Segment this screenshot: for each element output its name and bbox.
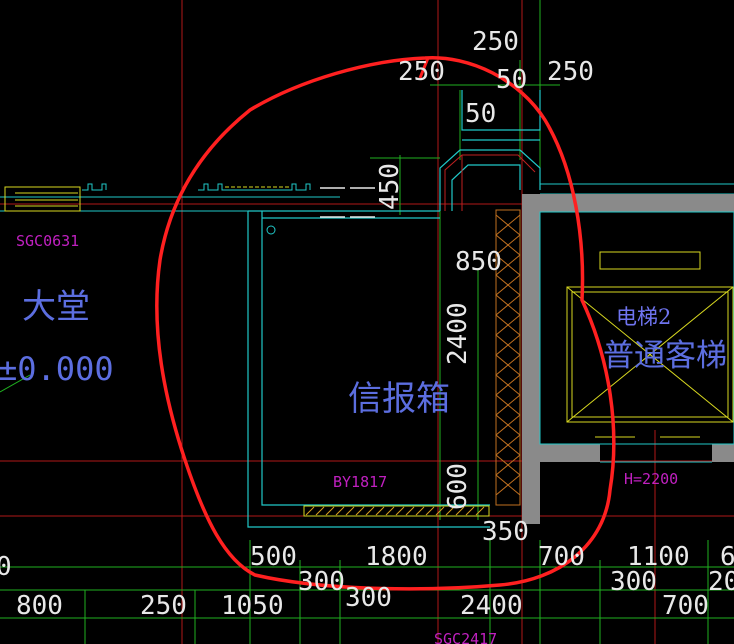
hatched-wall bbox=[303, 209, 521, 517]
dim-row1-0: 0 bbox=[0, 552, 12, 582]
dim-top-50-a: 50 bbox=[496, 65, 527, 95]
elevation-leader bbox=[0, 374, 31, 393]
dim-row1-5: 6 bbox=[720, 542, 734, 572]
drain-icon bbox=[266, 225, 276, 235]
hatched-sill bbox=[303, 505, 490, 517]
dim-row2-4: 700 bbox=[662, 591, 709, 621]
annotation-tick bbox=[418, 57, 430, 79]
dim-row1-4: 1100 bbox=[627, 542, 690, 572]
dim-600-vertical: 600 bbox=[443, 463, 473, 510]
elevator-id-label: 电梯2 bbox=[616, 305, 671, 329]
window-code-bottom: SGC2417 bbox=[434, 630, 497, 644]
dim-top-250: 250 bbox=[472, 27, 519, 57]
dim-row2-1: 250 bbox=[140, 591, 187, 621]
dim-top-250-right: 250 bbox=[547, 57, 594, 87]
dim-top-50-b: 50 bbox=[465, 99, 496, 129]
dim-row-2: 800 250 1050 2400 700 bbox=[16, 591, 709, 621]
elevator-type-label: 普通客梯 bbox=[603, 338, 727, 374]
dim-850: 850 bbox=[455, 247, 502, 277]
dim-350: 350 bbox=[482, 517, 529, 547]
mailbox-code: BY1817 bbox=[333, 473, 387, 491]
elevator-shaft-lines bbox=[539, 211, 734, 463]
elevation-label: ±0.000 bbox=[0, 350, 114, 388]
window-frame-left bbox=[4, 186, 81, 212]
elevator-car bbox=[566, 251, 734, 438]
dim-2400-vertical: 2400 bbox=[443, 302, 473, 365]
dim-row1-2: 1800 bbox=[365, 542, 428, 572]
column-detail bbox=[444, 154, 536, 211]
dim-top-250-left: 250 bbox=[398, 57, 445, 87]
dim-row1b-3: 20 bbox=[708, 567, 734, 597]
dim-row1b-0: 300 bbox=[298, 567, 345, 597]
dim-vertical-450: 450 bbox=[375, 163, 405, 210]
annotation-circle bbox=[155, 56, 616, 591]
counterweight bbox=[599, 251, 701, 270]
dim-row1-3: 700 bbox=[538, 542, 585, 572]
dim-row1b-2: 300 bbox=[610, 567, 657, 597]
lobby-label: 大堂 bbox=[22, 287, 90, 327]
dim-row2-3: 2400 bbox=[460, 591, 523, 621]
dim-row-1: 0 500 1800 700 1100 6 bbox=[0, 542, 734, 582]
dim-row2-2: 1050 bbox=[221, 591, 284, 621]
mailbox-label: 信报箱 bbox=[348, 379, 450, 419]
elevator-height-label: H=2200 bbox=[624, 470, 678, 488]
dim-row2-0: 800 bbox=[16, 591, 63, 621]
window-code-top: SGC0631 bbox=[16, 232, 79, 250]
dim-row1b-1: 300 bbox=[345, 583, 392, 613]
dim-row-1b: 300 300 300 20 bbox=[298, 567, 734, 613]
dim-row1-1: 500 bbox=[250, 542, 297, 572]
dashed-marks bbox=[320, 187, 375, 218]
